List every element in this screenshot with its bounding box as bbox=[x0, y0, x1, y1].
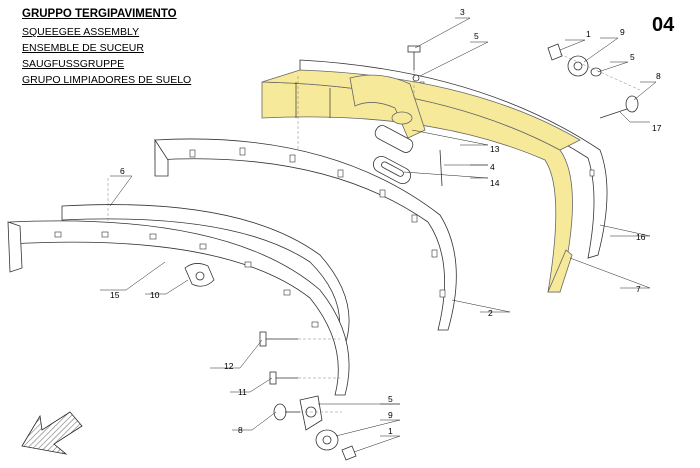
subtitle-en: SQUEEGEE ASSEMBLY bbox=[22, 26, 140, 38]
wheel-assembly-bottom bbox=[259, 331, 357, 461]
subtitle-es: GRUPO LIMPIADORES DE SUELO bbox=[22, 74, 192, 86]
callout-15: 15 bbox=[110, 290, 120, 300]
direction-arrow-icon bbox=[21, 411, 83, 455]
front-blade-part bbox=[154, 138, 457, 331]
callout-8-top: 8 bbox=[656, 71, 661, 81]
callout-4: 4 bbox=[490, 162, 495, 172]
callout-5-top-right: 5 bbox=[630, 52, 635, 62]
subtitle-de: SAUGFUSSGRUPPE bbox=[22, 58, 125, 70]
callout-labels: 1 9 5 8 17 3 5 13 4 14 16 7 2 6 15 10 12… bbox=[110, 7, 662, 436]
callout-16: 16 bbox=[636, 232, 646, 242]
strap-part bbox=[373, 155, 411, 185]
assembly-title: GRUPPO TERGIPAVIMENTO bbox=[22, 8, 177, 20]
callout-10: 10 bbox=[150, 290, 160, 300]
callout-8-bottom: 8 bbox=[238, 425, 243, 435]
page-number: 04 bbox=[652, 14, 675, 36]
subtitle-fr: ENSEMBLE DE SUCEUR bbox=[22, 42, 144, 54]
callout-1-top: 1 bbox=[586, 29, 591, 39]
title-block: GRUPPO TERGIPAVIMENTO SQUEEGEE ASSEMBLY … bbox=[22, 8, 262, 88]
plate-part bbox=[374, 125, 414, 153]
knob-part bbox=[184, 263, 215, 287]
callout-12: 12 bbox=[224, 361, 234, 371]
wheel-assembly-top bbox=[547, 43, 639, 119]
pin-part bbox=[439, 149, 443, 187]
callout-11: 11 bbox=[238, 387, 247, 397]
callout-5-top: 5 bbox=[474, 31, 479, 41]
callout-3: 3 bbox=[460, 7, 465, 17]
leader-lines bbox=[100, 17, 657, 453]
callout-5-bottom: 5 bbox=[388, 394, 393, 404]
callout-2: 2 bbox=[488, 308, 493, 318]
callout-13: 13 bbox=[490, 144, 500, 154]
bolt-part bbox=[407, 45, 421, 70]
assembly-lines bbox=[107, 53, 641, 413]
callout-14: 14 bbox=[490, 178, 500, 188]
main-front-blade-part bbox=[7, 220, 350, 396]
callout-7: 7 bbox=[636, 284, 641, 294]
callout-9-top: 9 bbox=[620, 27, 625, 37]
main-blade-slots bbox=[54, 231, 319, 328]
suction-nozzle-part bbox=[349, 74, 426, 139]
callout-1-bottom: 1 bbox=[388, 426, 393, 436]
callout-9-bottom: 9 bbox=[388, 410, 393, 420]
front-blade-slots bbox=[189, 147, 446, 298]
callout-17: 17 bbox=[652, 123, 662, 133]
callout-6: 6 bbox=[120, 166, 125, 176]
